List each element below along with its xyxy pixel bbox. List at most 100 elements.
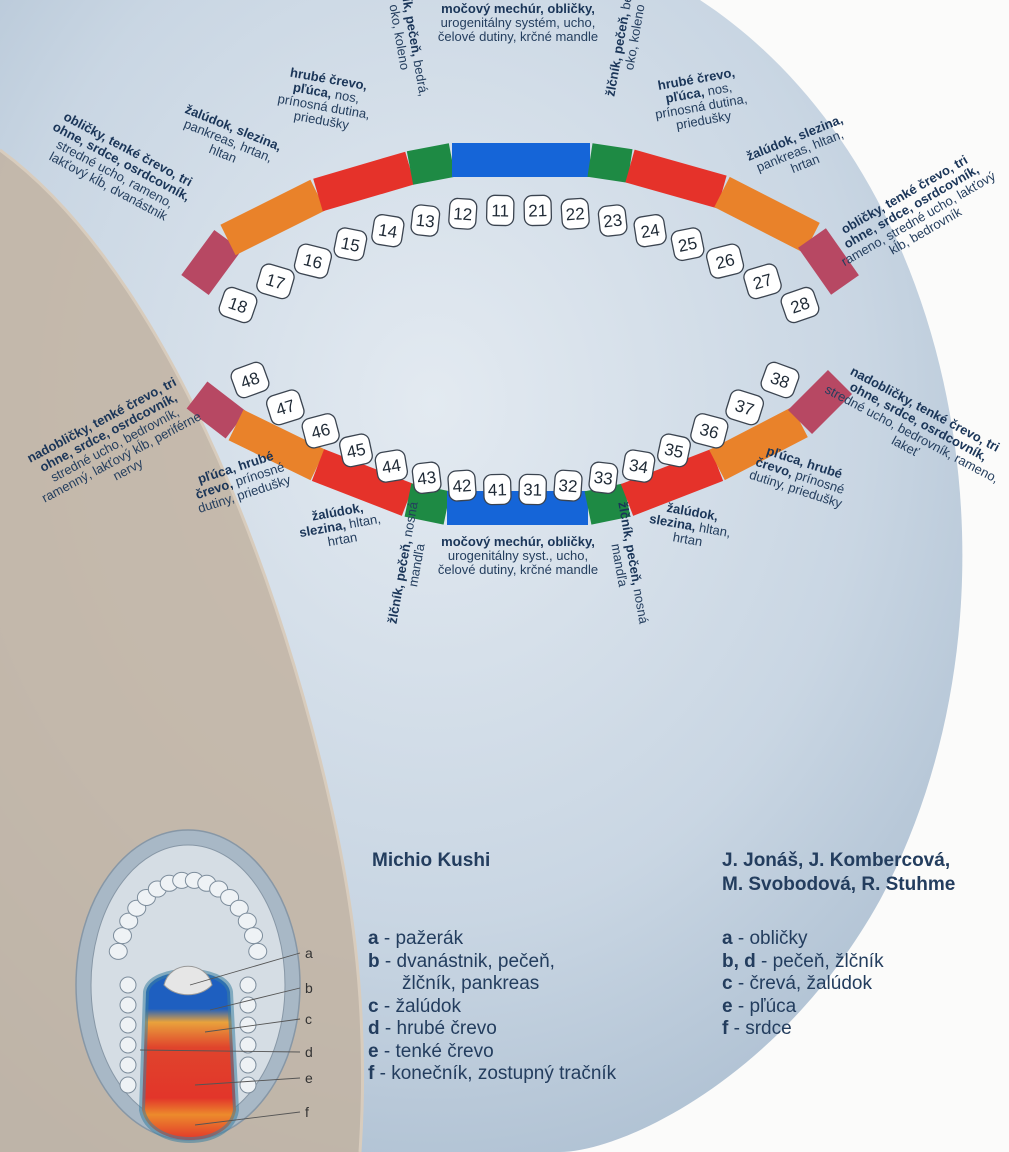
tooth-outline: [588, 461, 619, 495]
mouth-leader-line: [189, 952, 301, 986]
upper-jaw-color-band: [181, 143, 859, 296]
mouth-tooth: [119, 1016, 137, 1034]
tooth: 13: [410, 204, 441, 237]
tooth-outline: [448, 197, 478, 230]
band-segment: [186, 381, 247, 439]
tooth-outline: [597, 204, 628, 237]
legend-key: e: [368, 1040, 379, 1062]
mouth-tooth: [108, 942, 128, 960]
tooth: 14: [371, 214, 405, 248]
tooth: 43: [411, 461, 442, 495]
organ-label-bold: močový mechúr, obličky,: [441, 1, 595, 16]
mouth-letter-e: e: [305, 1070, 313, 1086]
tooth: 41: [483, 473, 512, 506]
tooth: 46: [301, 413, 340, 449]
tooth-number: 43: [416, 468, 437, 489]
band-segment: [228, 409, 326, 481]
mouth-leader-line: [139, 1049, 301, 1053]
mouth-tooth: [237, 912, 257, 930]
tooth-number: 15: [339, 234, 361, 256]
tooth: 11: [485, 194, 515, 227]
mouth-tooth: [119, 976, 137, 994]
tooth-outline: [447, 469, 477, 502]
legend-key: b: [368, 950, 380, 972]
tooth-outline: [218, 286, 258, 324]
tooth-number: 42: [452, 476, 472, 496]
tooth-number: 14: [377, 220, 399, 242]
band-segment: [787, 369, 853, 435]
legend-key: e: [722, 995, 733, 1017]
tooth-outline: [523, 194, 553, 227]
legend-text: srdce: [745, 1018, 792, 1039]
tongue: [138, 968, 240, 1143]
mouth-tooth: [119, 1036, 137, 1054]
mouth-leader-lines: [139, 952, 301, 1126]
tooth: 23: [597, 204, 628, 237]
legend-text: pečeň, žlčník: [772, 950, 884, 972]
tooth: 15: [333, 227, 368, 262]
tooth-outline: [760, 361, 800, 399]
tooth-outline: [256, 263, 295, 300]
legend-item: a - obličky: [722, 928, 808, 949]
tooth-outline: [657, 433, 691, 468]
tooth: 28: [780, 286, 820, 324]
tooth-number: 11: [491, 201, 509, 220]
band-segment: [181, 229, 242, 296]
mouth-tooth: [248, 942, 268, 960]
legend-right-title-line2: M. Svobodová, R. Stuhme: [722, 874, 956, 895]
tooth-outline: [518, 473, 547, 506]
mouth-letter-c: c: [305, 1011, 312, 1027]
legend-text: žlčník, pankreas: [402, 973, 540, 994]
tooth-number: 27: [751, 270, 775, 294]
uvula: [163, 965, 213, 996]
legend-item: žlčník, pankreas: [368, 973, 616, 996]
tooth: 16: [293, 243, 333, 279]
organ-label-l-center: močový mechúr, obličky, urogenitálny sys…: [433, 535, 603, 577]
legend-text: obličky: [749, 928, 808, 949]
tooth: 31: [518, 473, 547, 506]
band-segment: [709, 406, 808, 481]
legend-key: c: [722, 973, 733, 994]
legend-key: a: [368, 928, 379, 949]
tooth-outline: [743, 263, 782, 300]
tooth: 37: [725, 389, 764, 426]
tooth: 27: [743, 263, 782, 300]
tooth-outline: [266, 389, 305, 426]
band-segment: [404, 483, 451, 525]
mouth-tooth: [112, 927, 132, 945]
tooth-number: 31: [523, 480, 542, 499]
tooth-number: 45: [345, 440, 367, 463]
tooth: 48: [230, 361, 270, 399]
mouth-leader-line: [194, 1111, 301, 1126]
legend-text: žalúdok: [395, 995, 461, 1017]
legend-text: konečník, zostupný tračník: [391, 1063, 617, 1084]
mouth-letter-d: d: [305, 1044, 313, 1060]
mouth-tooth: [229, 899, 249, 917]
legend-item: b - dvanástnik, pečeň,: [368, 950, 555, 972]
legend-key: b, d: [722, 950, 756, 972]
tooth: 25: [670, 227, 705, 262]
legend-item: e - tenké črevo: [368, 1040, 494, 1062]
tooth: 33: [588, 461, 619, 495]
band-segment: [313, 151, 415, 212]
tooth-outline: [333, 227, 368, 262]
organ-label-bold: močový mechúr, obličky,: [441, 534, 595, 549]
mouth-letter-b: b: [305, 980, 313, 996]
legend-key: c: [368, 995, 379, 1017]
organ-label-text: urogenitálny systém, ucho, čelové dutiny…: [437, 15, 599, 44]
mouth-tooth: [119, 1056, 137, 1074]
legend-right-title-line1: J. Jonáš, J. Kombercová,: [722, 850, 951, 871]
tooth: 24: [633, 214, 667, 248]
tooth-number: 37: [733, 396, 757, 420]
organ-label-text: urogenitálny syst., ucho, čelové dutiny,…: [437, 548, 599, 577]
mouth-leader-line: [204, 1018, 301, 1033]
legend-item: b, d - pečeň, žlčník: [722, 950, 884, 972]
tooth-number: 16: [301, 250, 324, 273]
band-segment: [447, 491, 588, 525]
tooth-outline: [705, 243, 745, 279]
legend-item: c - črevá, žalúdok: [722, 973, 872, 994]
